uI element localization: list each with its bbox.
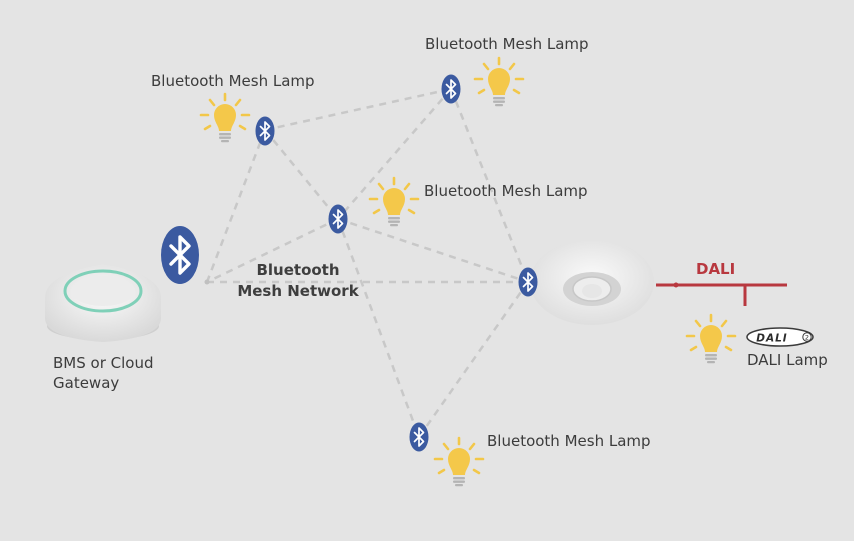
dali-lamp-label: DALI Lamp — [747, 351, 828, 369]
network-label: Bluetooth Mesh Network — [233, 260, 363, 302]
network-label-line1: Bluetooth — [256, 261, 340, 279]
mesh-link — [336, 218, 421, 438]
bluetooth-icon — [441, 74, 461, 104]
dali-bus — [656, 283, 787, 306]
mesh-links — [205, 87, 530, 438]
mesh-link — [205, 129, 267, 283]
gateway-device — [45, 264, 161, 342]
mesh-link — [337, 88, 452, 220]
lamp-label-top-left: Bluetooth Mesh Lamp — [151, 72, 315, 90]
dali-bus-label: DALI — [696, 260, 736, 278]
light-bulb-icon — [368, 176, 420, 228]
bluetooth-icon — [160, 225, 200, 285]
dali-logo-text: DALI — [756, 333, 787, 345]
light-bulb-icon — [433, 436, 485, 488]
dali-logo: DALI 2 — [746, 327, 814, 347]
dali-junction — [673, 282, 679, 288]
light-bulb-icon — [473, 56, 525, 108]
mesh-link — [417, 281, 530, 438]
ceiling-sensor — [530, 239, 654, 325]
bluetooth-icon — [255, 116, 275, 146]
light-bulb-icon — [685, 313, 737, 365]
gateway-label: BMS or Cloud Gateway — [53, 353, 153, 393]
network-label-line2: Mesh Network — [237, 282, 359, 300]
mesh-hub-dot — [204, 279, 210, 285]
mesh-link — [449, 88, 530, 283]
lamp-label-bottom: Bluetooth Mesh Lamp — [487, 432, 651, 450]
lamp-label-top-center: Bluetooth Mesh Lamp — [425, 35, 589, 53]
mesh-link — [337, 217, 529, 284]
mesh-link — [264, 129, 339, 220]
bluetooth-icon — [328, 204, 348, 234]
mesh-link — [264, 87, 452, 132]
gateway-label-line2: Gateway — [53, 374, 120, 392]
light-bulb-icon — [199, 92, 251, 144]
bluetooth-icon — [409, 422, 429, 452]
gateway-label-line1: BMS or Cloud — [53, 354, 154, 372]
dali-logo-suffix: 2 — [805, 334, 809, 342]
lamp-label-middle: Bluetooth Mesh Lamp — [424, 182, 588, 200]
bluetooth-icon — [518, 267, 538, 297]
mesh-link — [206, 217, 339, 284]
